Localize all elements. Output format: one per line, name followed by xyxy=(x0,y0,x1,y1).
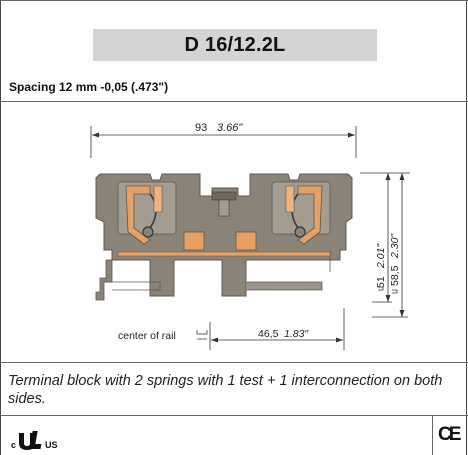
rail-symbol-icon xyxy=(196,330,208,340)
top-divider xyxy=(0,0,468,1)
technical-drawing: 93 3.66" 51 2.01" 58,5 2.30" xyxy=(90,122,410,350)
spacing-spec: Spacing 12 mm -0,05 (.473") xyxy=(9,80,169,94)
ul-c-label: c xyxy=(11,440,16,450)
height1-mm-label: 51 xyxy=(375,276,387,288)
width-mm-label: 93 xyxy=(195,122,207,134)
rail-mm-label: 46,5 xyxy=(258,328,279,340)
height2-in-label: 2.30" xyxy=(389,233,401,259)
product-title: D 16/12.2L xyxy=(93,29,377,61)
ce-mark-box: CE xyxy=(432,415,468,455)
height2-mm-label: 58,5 xyxy=(389,265,401,286)
spacing-divider xyxy=(0,101,468,102)
diagram-divider xyxy=(0,362,468,363)
product-description: Terminal block with 2 springs with 1 tes… xyxy=(8,373,443,407)
rail-center-label: center of rail xyxy=(118,330,176,342)
ce-mark-icon: CE xyxy=(438,424,461,445)
terminal-block-body xyxy=(95,173,353,301)
certification-footer: c US CE xyxy=(0,415,468,455)
footer-divider xyxy=(0,415,468,416)
height1-in-label: 2.01" xyxy=(375,243,387,269)
width-in-label: 3.66" xyxy=(217,122,243,134)
ul-us-label: US xyxy=(45,440,58,450)
ul-listed-icon: c US xyxy=(11,431,58,450)
rail-in-label: 1.83" xyxy=(284,328,309,340)
